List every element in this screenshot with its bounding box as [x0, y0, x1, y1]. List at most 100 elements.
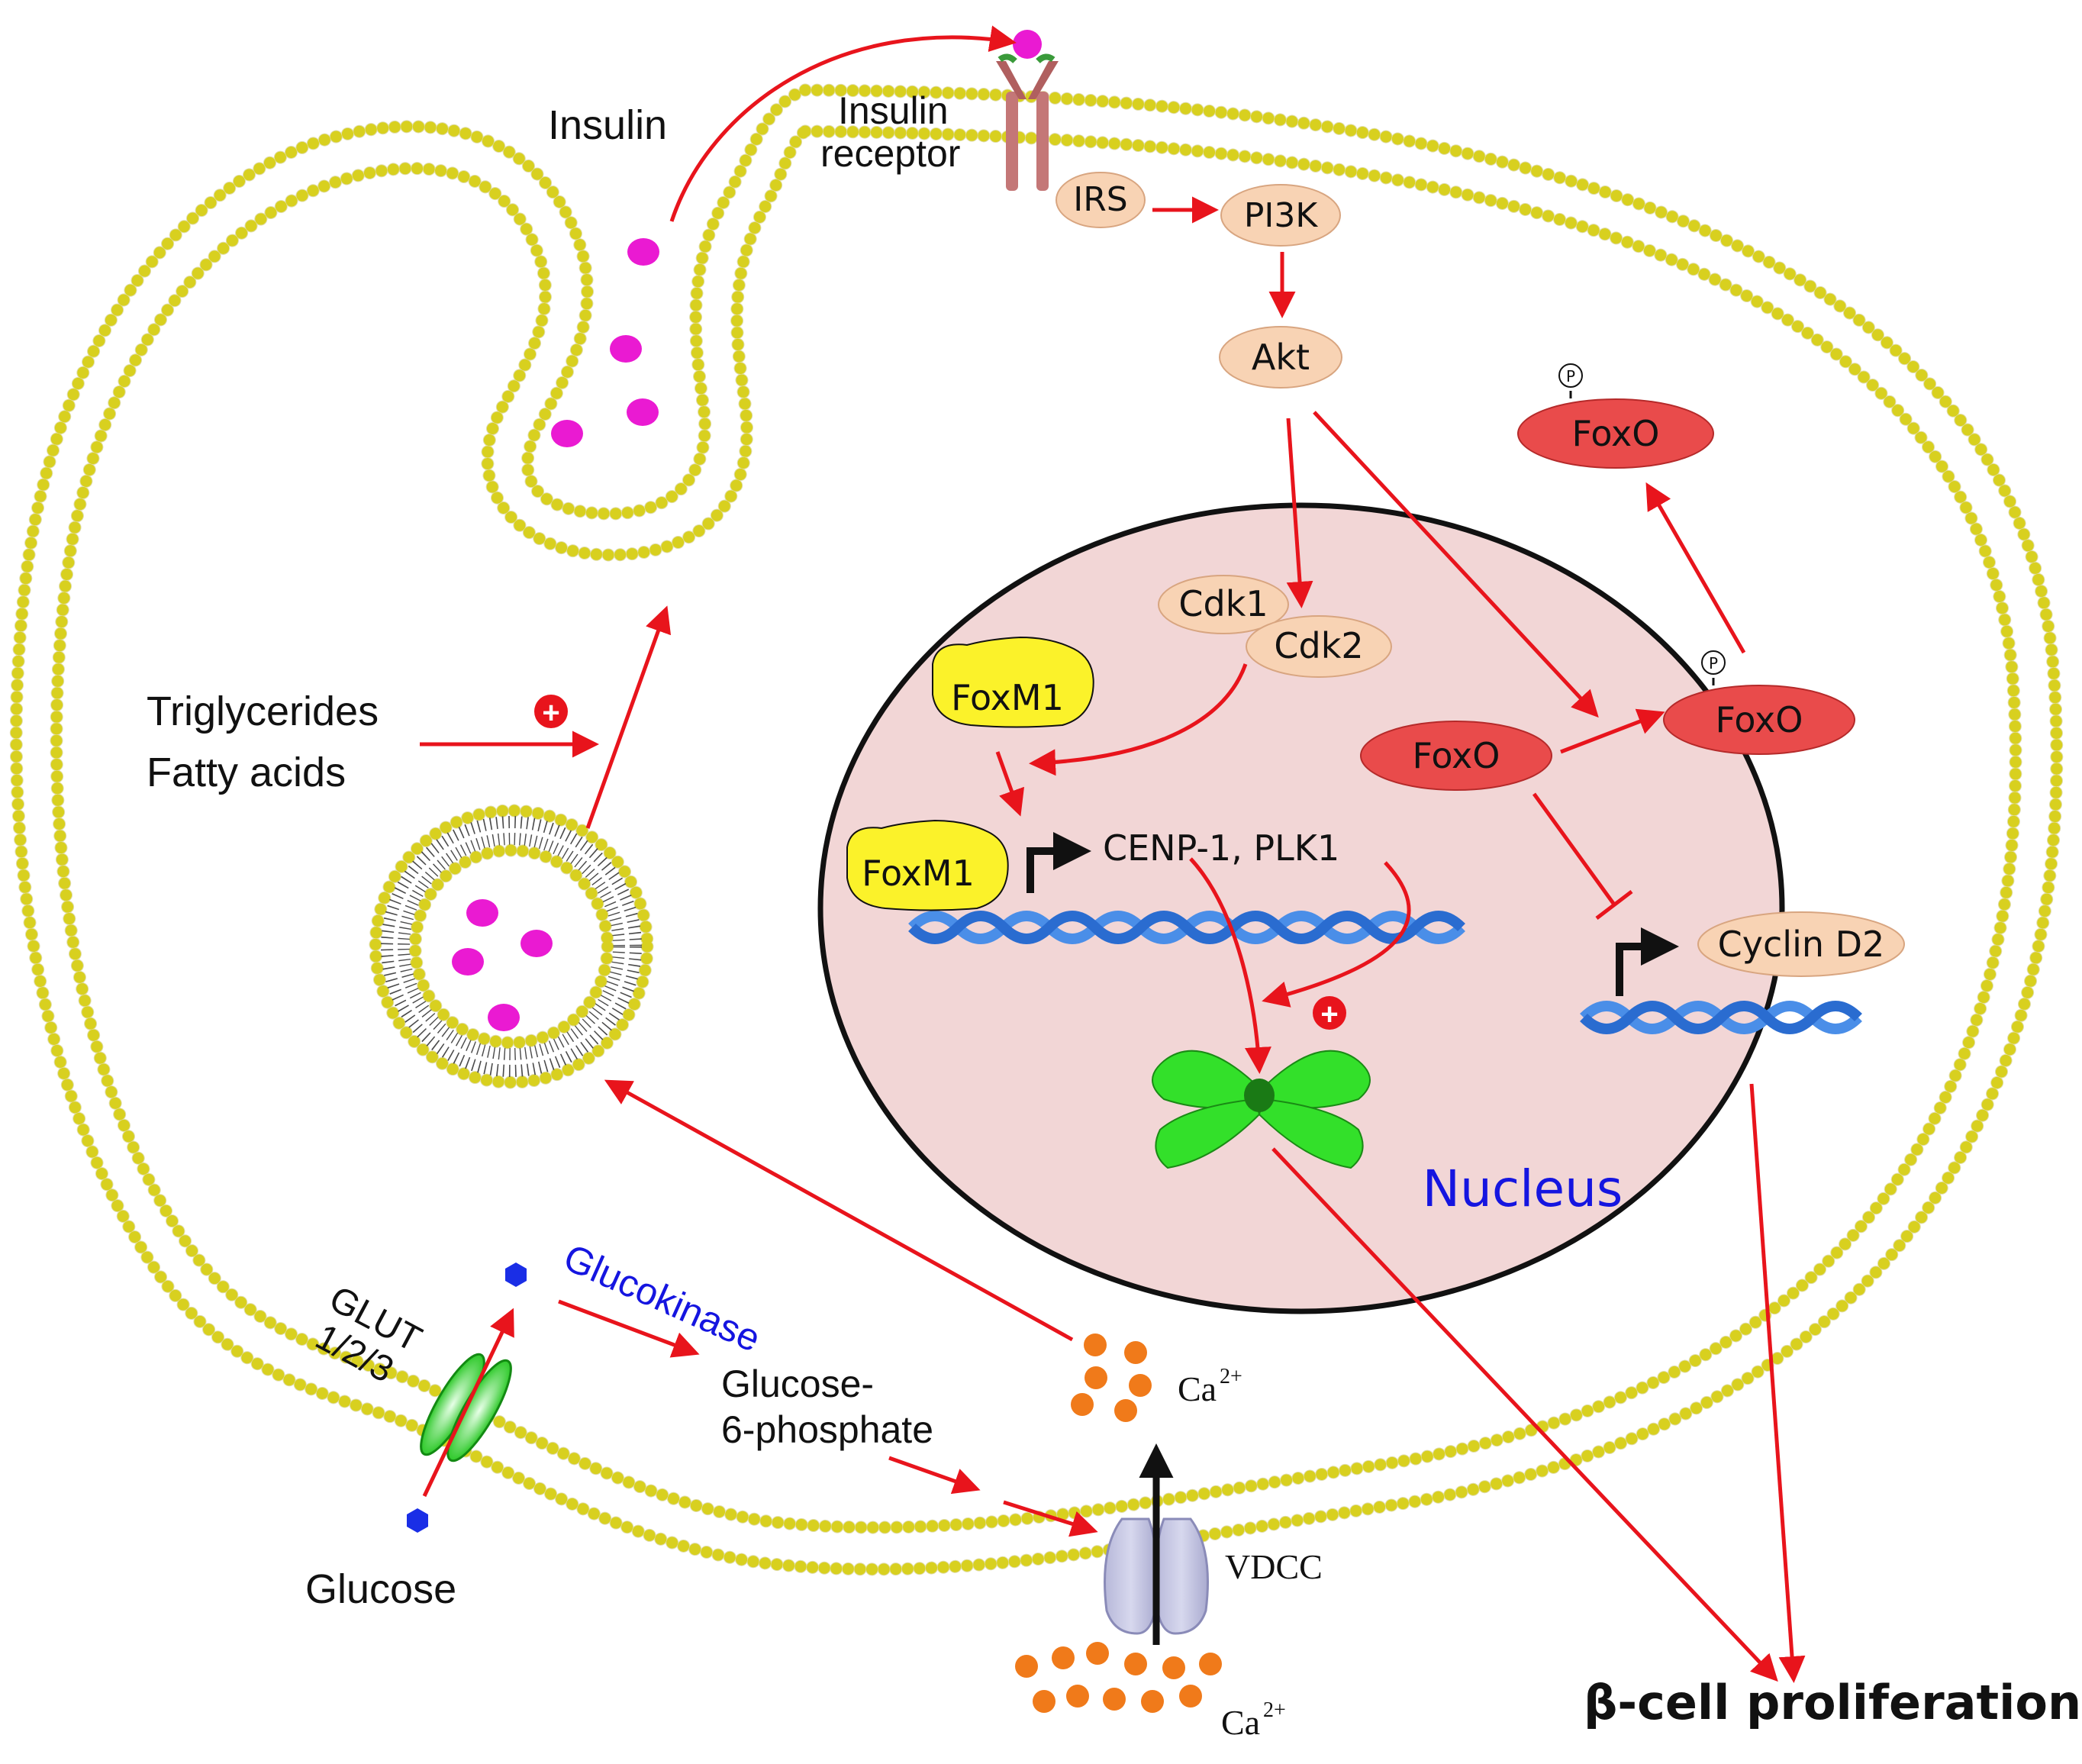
arrow-glucokinase [558, 1299, 700, 1358]
dna-helix-icon [908, 911, 1465, 944]
arrow-foxm1-to-foxm1 [995, 751, 1025, 817]
cyclin-d2-node [1697, 911, 1905, 977]
calcium-ions-inside [1071, 1333, 1152, 1422]
insulin-granule-icon [627, 238, 659, 266]
calcium-ion-icon [1129, 1374, 1152, 1397]
akt-label: Akt [1252, 337, 1310, 378]
arrow-foxo-export [1645, 482, 1746, 654]
insulin-receptor-icon [996, 30, 1059, 191]
foxm1-lower-label: FoxM1 [862, 853, 975, 894]
arrow-cyclin-to-proliferation [1749, 1083, 1806, 1683]
akt-node [1219, 326, 1342, 389]
calcium-ion-icon [1084, 1333, 1107, 1356]
pathway-arrows [420, 25, 1806, 1683]
insulin-label: Insulin [548, 102, 667, 148]
svg-text:Ca: Ca [1178, 1369, 1217, 1408]
arrow-insulin-to-receptor [669, 25, 1017, 222]
foxo-phospho-nuclear-label: FoxO [1716, 699, 1803, 740]
calcium-ion-icon [1086, 1642, 1109, 1665]
fatty-acids-label: Fatty acids [147, 750, 346, 795]
insulin-granules-budding [551, 238, 659, 447]
svg-text:+: + [1320, 998, 1338, 1031]
inhibit-bar [1595, 890, 1633, 920]
beta-cell-proliferation-label: β-cell proliferation [1584, 1675, 2081, 1730]
foxo-phospho-cytoplasm-label: FoxO [1572, 413, 1660, 454]
triglycerides-label: Triglycerides [147, 689, 379, 734]
arrow-g6p-to-vdcc-1 [888, 1456, 981, 1495]
insulin-granule-icon [520, 930, 553, 957]
calcium-label-outside: Ca 2+ [1221, 1698, 1286, 1742]
arrow-plk1-to-chromosome [1262, 861, 1411, 1008]
calcium-ion-icon [1114, 1399, 1137, 1422]
inhibit-foxo-cyclin [1532, 792, 1616, 906]
insulin-granule-icon [551, 420, 583, 447]
calcium-ion-icon [1085, 1366, 1107, 1389]
calcium-ion-icon [1124, 1341, 1147, 1364]
calcium-ion-icon [1052, 1646, 1075, 1669]
dna-helix-icon [1580, 1001, 1862, 1034]
transcription-start-arrow [1616, 927, 1679, 996]
insulin-vesicle [369, 804, 654, 1089]
svg-text:P: P [1709, 654, 1718, 672]
pi3k-node [1220, 184, 1341, 247]
arrow-g6p-to-vdcc-2 [1003, 1500, 1098, 1537]
cdk2-node [1246, 615, 1392, 678]
transcription-start-arrow [1026, 832, 1091, 893]
arrow-cdk-to-foxm1 [1029, 663, 1248, 776]
calcium-ion-icon [1015, 1655, 1038, 1678]
pi3k-label: PI3K [1244, 196, 1319, 235]
calcium-ion-icon [1179, 1685, 1202, 1708]
glucose-hexagon-icon [505, 1263, 527, 1287]
svg-text:Ca: Ca [1221, 1703, 1260, 1742]
insulin-granule-icon [452, 948, 484, 976]
glucose-label: Glucose [305, 1566, 456, 1612]
chromosome-icon [1152, 1050, 1371, 1169]
svg-text:P: P [1566, 367, 1575, 385]
glucose-6-phosphate-label-2: 6-phosphate [721, 1408, 933, 1451]
calcium-ion-icon [1124, 1653, 1147, 1675]
cdk1-label: Cdk1 [1178, 583, 1268, 624]
calcium-ion-icon [1071, 1393, 1094, 1416]
arrow-akt-to-foxo [1313, 411, 1599, 718]
calcium-ion-icon [1103, 1688, 1126, 1711]
foxm1-upper-label: FoxM1 [951, 677, 1064, 718]
foxo-nuclear-label: FoxO [1413, 735, 1500, 776]
insulin-granule-icon [488, 1004, 520, 1031]
calcium-label-inside: Ca 2+ [1178, 1365, 1242, 1408]
insulin-receptor-label-1: Insulin [838, 89, 949, 132]
plus-sign-icon: + [1313, 996, 1346, 1031]
insulin-granule-icon [610, 335, 642, 363]
calcium-ion-icon [1033, 1690, 1056, 1713]
arrow-chromosome-to-proliferation [1271, 1147, 1778, 1682]
foxo-phospho-cytoplasm-node [1517, 398, 1714, 469]
phosphate-icon: P [1558, 363, 1583, 398]
calcium-ion-icon [1141, 1690, 1164, 1713]
foxm1-upper-blob [932, 636, 1094, 728]
insulin-granule-icon [466, 899, 498, 927]
arrow-vesicle-to-granules [585, 605, 672, 829]
calcium-ions-outside [1015, 1642, 1222, 1713]
irs-label: IRS [1073, 180, 1127, 219]
glucose-hexagon-icon [407, 1508, 428, 1533]
svg-text:+: + [542, 696, 559, 730]
membrane-head-beads [9, 83, 2064, 1576]
insulin-granule-icon [627, 398, 659, 426]
foxo-nuclear-node [1360, 721, 1552, 791]
insulin-receptor-label-2: receptor [820, 132, 960, 175]
calcium-ion-icon [1066, 1685, 1089, 1708]
vdcc-label: VDCC [1225, 1547, 1323, 1586]
phosphate-icon: P [1701, 650, 1726, 685]
cell-membrane [37, 111, 2036, 1548]
calcium-ion-icon [1162, 1656, 1185, 1679]
svg-text:2+: 2+ [1263, 1698, 1286, 1722]
arrow-glucose-through-glut [422, 1308, 514, 1498]
plus-sign-icon: + [534, 695, 568, 730]
arrow-akt-to-cdk [1286, 418, 1313, 608]
calcium-ion-icon [1199, 1653, 1222, 1675]
svg-text:2+: 2+ [1220, 1365, 1242, 1388]
foxm1-lower-blob [846, 819, 1009, 911]
arrow-cenp-to-chromosome [1189, 857, 1271, 1074]
arrow-calcium-to-vesicle [604, 1079, 1074, 1342]
